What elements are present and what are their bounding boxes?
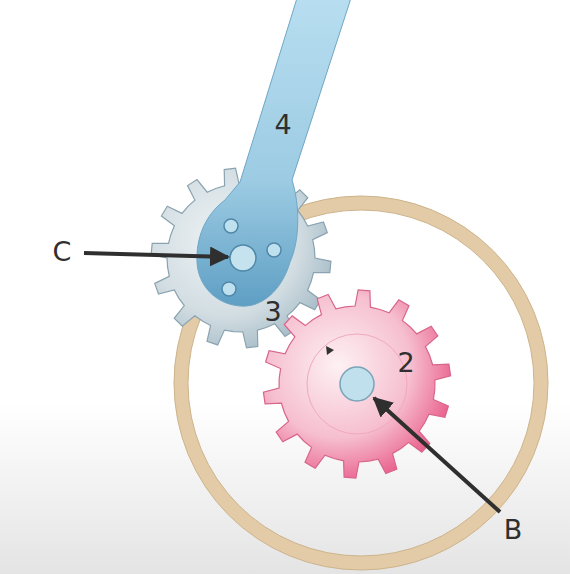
carrier-arm bbox=[197, 0, 352, 306]
sun-gear bbox=[263, 290, 450, 478]
direction-mark bbox=[326, 346, 334, 355]
pivot-b bbox=[340, 367, 374, 401]
arm-hole bbox=[267, 243, 281, 257]
arm-number: 4 bbox=[274, 111, 291, 138]
gear-web bbox=[307, 334, 407, 434]
point-label: C bbox=[53, 238, 72, 265]
leader-arrow bbox=[374, 398, 500, 512]
gear-number: 3 bbox=[264, 298, 281, 325]
leader-arrow bbox=[84, 253, 228, 257]
gear-number: 2 bbox=[397, 349, 414, 376]
arm-hole bbox=[222, 282, 236, 296]
arm-hole bbox=[224, 219, 238, 233]
pivot-c bbox=[230, 245, 256, 271]
point-label: B bbox=[504, 516, 523, 543]
